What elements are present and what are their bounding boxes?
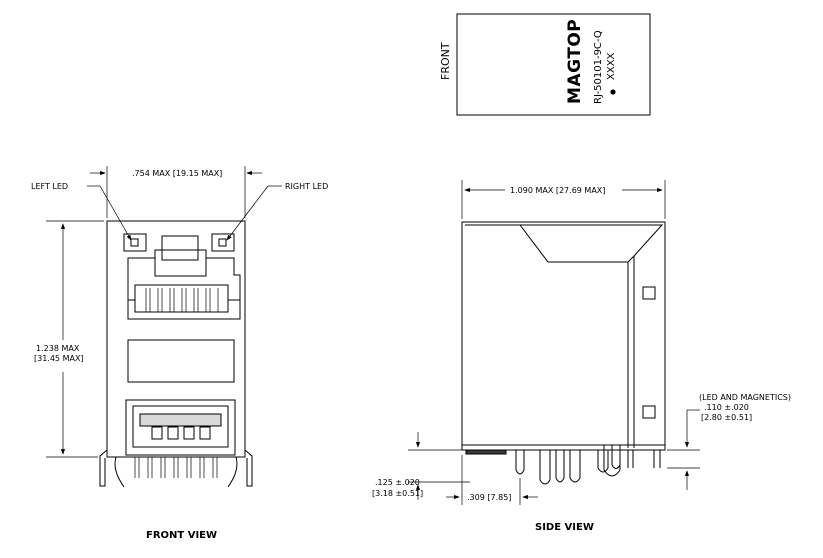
side-view: 1.090 MAX [27.69 MAX] .125 ±.020 [3.18 ±…: [372, 180, 791, 533]
right-led-window: [211, 233, 235, 252]
right-led-label: RIGHT LED: [285, 182, 328, 191]
pin1-dot: [610, 89, 616, 95]
left-led-callout: LEFT LED: [31, 182, 132, 241]
side-view-title: SIDE VIEW: [535, 522, 594, 533]
left-led-window: [123, 233, 147, 252]
side-depth-label: 1.090 MAX [27.69 MAX]: [510, 186, 605, 195]
side-window-lower: [642, 405, 656, 419]
date-code: XXXX: [606, 52, 617, 80]
standoff-label-1: .125 ±.020: [375, 478, 420, 487]
standoff-label-2: [3.18 ±0.51]: [372, 489, 423, 498]
front-height-label-2: [31.45 MAX]: [34, 354, 84, 363]
offset-label: .309 [7.85]: [467, 493, 511, 502]
magtop-logo: MAGTOP: [565, 19, 585, 104]
front-height-dimension: 1.238 MAX [31.45 MAX]: [34, 220, 104, 458]
part-number: RJ-50101-9C-Q: [593, 30, 604, 104]
usb-port: [125, 399, 236, 456]
side-window-upper: [642, 286, 656, 300]
front-view-title: FRONT VIEW: [146, 530, 217, 541]
svg-text:MAGTOP: MAGTOP: [565, 19, 585, 104]
left-led-label: LEFT LED: [31, 182, 68, 191]
side-pins: [515, 445, 661, 485]
front-text: FRONT: [439, 42, 452, 80]
side-standoff-dimension: .125 ±.020 [3.18 ±0.51]: [372, 432, 470, 500]
label-box: FRONT MAGTOP RJ-50101-9C-Q XXXX: [439, 13, 651, 116]
pin-dim-label-1: .110 ±.020: [704, 403, 749, 412]
front-height-label-1: 1.238 MAX: [36, 344, 80, 353]
front-pins: [99, 449, 253, 488]
side-depth-dimension: 1.090 MAX [27.69 MAX]: [461, 180, 666, 219]
pin-dim-label-2: [2.80 ±0.51]: [701, 413, 752, 422]
front-view: .754 MAX [19.15 MAX] 1.238 MAX [31.45 MA…: [31, 166, 328, 541]
pin-note: (LED AND MAGNETICS): [699, 393, 791, 402]
right-led-callout: RIGHT LED: [226, 182, 328, 241]
front-body-outline: [106, 220, 246, 458]
side-body-outline: [461, 221, 666, 451]
center-window: [127, 339, 235, 383]
rj45-port: [127, 235, 241, 320]
front-width-label: .754 MAX [19.15 MAX]: [132, 169, 222, 178]
front-width-dimension: .754 MAX [19.15 MAX]: [90, 166, 262, 218]
side-offset-dimension: .309 [7.85]: [446, 455, 538, 505]
side-pin-dimension: (LED AND MAGNETICS) .110 ±.020 [2.80 ±0.…: [667, 393, 791, 490]
